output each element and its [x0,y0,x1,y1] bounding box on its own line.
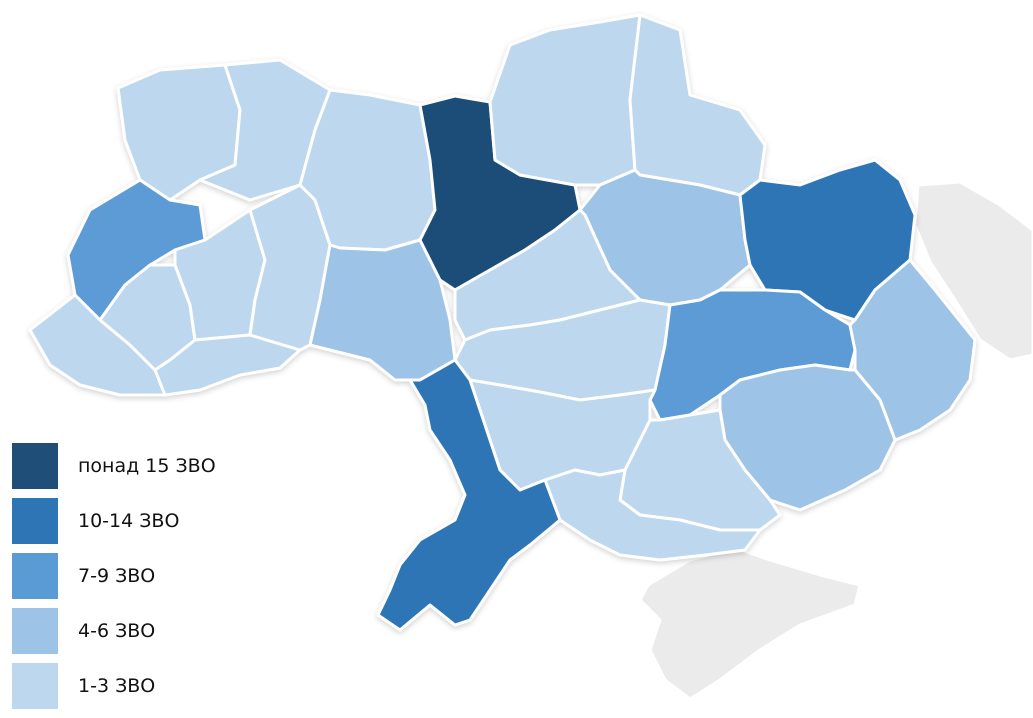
legend-swatch [12,498,58,544]
region-luhansk [848,258,977,442]
legend-item-c3: 7-9 ЗВО [12,553,216,599]
legend-item-c4: 10-14 ЗВО [12,498,216,544]
regions [28,13,977,632]
region-east-neighbour [913,180,1033,362]
legend-label: 7-9 ЗВО [78,565,156,587]
legend-swatch [12,443,58,489]
legend-swatch [12,663,58,709]
ukraine-choropleth-map [28,13,1033,699]
legend-label: понад 15 ЗВО [78,455,216,477]
legend-item-c5: понад 15 ЗВО [12,443,216,489]
map-legend: понад 15 ЗВО 10-14 ЗВО 7-9 ЗВО 4-6 ЗВО 1… [12,443,216,718]
region-chernivtsi [153,333,302,397]
legend-swatch [12,553,58,599]
region-crimea [638,546,862,699]
neutral-land [638,180,1033,699]
region-rivne [198,58,332,202]
region-chernihiv [488,13,642,187]
legend-item-c1: 1-3 ЗВО [12,663,216,709]
legend-label: 1-3 ЗВО [78,675,156,697]
legend-label: 4-6 ЗВО [78,620,156,642]
legend-item-c2: 4-6 ЗВО [12,608,216,654]
region-sumy [628,13,767,197]
region-kherson [543,468,762,562]
legend-label: 10-14 ЗВО [78,510,180,532]
legend-swatch [12,608,58,654]
region-odesa [376,358,562,632]
